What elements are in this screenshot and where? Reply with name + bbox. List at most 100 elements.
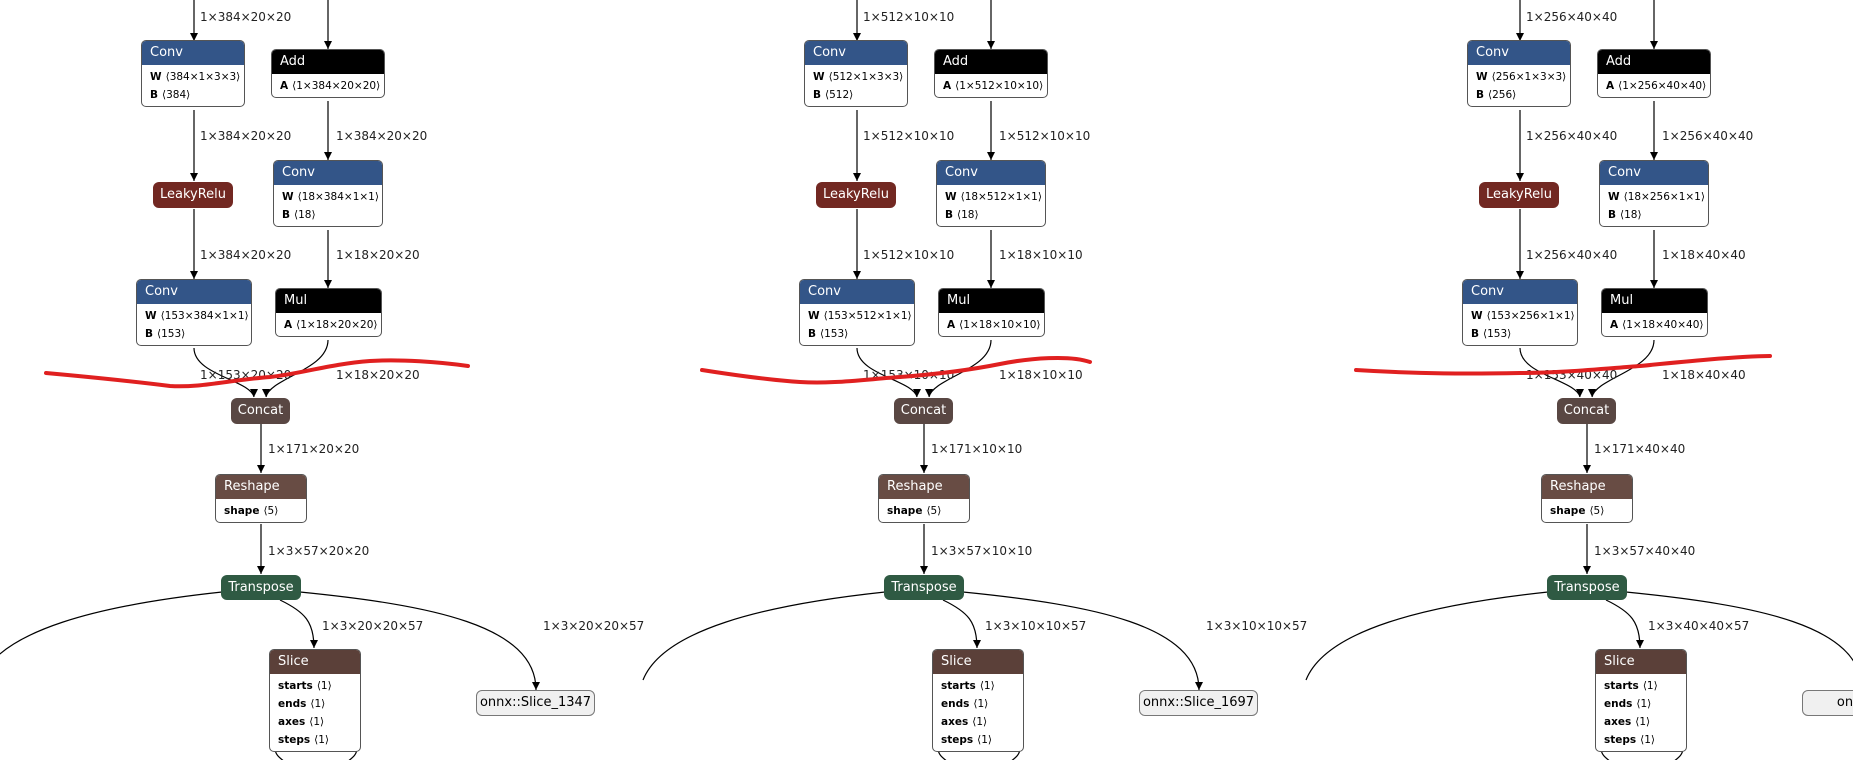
node-conv2-attributes: W⟨18×256×1×1⟩B⟨18⟩ [1600,185,1708,226]
node-concat[interactable]: Concat [231,398,290,424]
node-conv2-attributes: W⟨18×512×1×1⟩B⟨18⟩ [937,185,1045,226]
arrowhead [190,271,198,279]
node-transpose[interactable]: Transpose [884,575,964,600]
attr-value-b: ⟨18⟩ [1620,209,1642,221]
node-relu[interactable]: LeakyRelu [1479,182,1559,208]
arrowhead [1636,640,1644,648]
node-conv3-attributes: W⟨153×384×1×1⟩B⟨153⟩ [137,304,251,345]
attr-row-starts: starts⟨1⟩ [278,677,352,695]
attr-row-shape: shape⟨5⟩ [887,502,961,520]
edge-label: 1×384×20×20 [200,129,291,143]
node-transpose[interactable]: Transpose [221,575,301,600]
attr-row-a: A⟨1×256×40×40⟩ [1606,77,1706,95]
node-slice-attributes: starts⟨1⟩ends⟨1⟩axes⟨1⟩steps⟨1⟩ [933,674,1023,751]
node-mul-title: Mul [939,289,1044,313]
arrowhead [250,389,258,397]
node-transpose[interactable]: Transpose [1547,575,1627,600]
attr-row-shape: shape⟨5⟩ [224,502,298,520]
arrowhead [1650,41,1658,49]
node-mul-attributes: A⟨1×18×40×40⟩ [1602,313,1707,336]
node-conv3-title: Conv [800,280,914,304]
node-slice-title: Slice [933,650,1023,674]
arrowhead [973,640,981,648]
attr-key-w: W [145,310,157,322]
attr-key-w: W [1608,191,1620,203]
node-concat[interactable]: Concat [1557,398,1616,424]
edge-label: 1×256×40×40 [1526,10,1617,24]
attr-key-a: A [943,80,952,92]
attr-row-b: B⟨153⟩ [145,325,243,343]
attr-row-w: W⟨512×1×3×3⟩ [813,68,903,86]
node-conv2-title: Conv [1600,161,1708,185]
edge-label: 1×3×57×20×20 [268,544,369,558]
attr-key-b: B [808,328,817,340]
arrowhead [257,465,265,473]
attr-value-b: ⟨153⟩ [1483,328,1512,340]
edge-label: 1×384×20×20 [336,129,427,143]
node-conv1-attributes: W⟨512×1×3×3⟩B⟨512⟩ [805,65,907,106]
edge-label: 1×3×20×20×57 [322,619,423,633]
attr-row-a: A⟨1×18×20×20⟩ [284,316,378,334]
attr-value-axes: ⟨1⟩ [309,716,325,728]
node-conv1-title: Conv [805,41,907,65]
arrowhead [532,682,540,690]
attr-value-a: ⟨1×18×40×40⟩ [1622,319,1704,331]
edge-label: 1×18×20×20 [336,248,420,262]
attr-value-b: ⟨153⟩ [820,328,849,340]
node-relu[interactable]: LeakyRelu [816,182,896,208]
edge-label: 1×171×20×20 [268,442,359,456]
edge-label: 1×3×40×40×57 [1648,619,1749,633]
attr-value-steps: ⟨1⟩ [1640,734,1656,746]
edge-label: 1×512×10×10 [863,10,954,24]
edge-label: 1×3×10×10×57 [985,619,1086,633]
arrowhead [310,640,318,648]
arrowhead [1576,389,1584,397]
node-relu[interactable]: LeakyRelu [153,182,233,208]
edge-label: 1×256×40×40 [1526,129,1617,143]
attr-value-ends: ⟨1⟩ [1636,698,1652,710]
output-node[interactable]: onnx::S [1802,690,1853,716]
edge-label: 1×171×40×40 [1594,442,1685,456]
edge-label: 1×3×57×10×10 [931,544,1032,558]
node-conv3-attributes: W⟨153×256×1×1⟩B⟨153⟩ [1463,304,1577,345]
attr-value-w: ⟨384×1×3×3⟩ [165,71,241,83]
edge-label: 1×512×10×10 [863,129,954,143]
attr-key-shape: shape [1550,505,1586,517]
attr-key-a: A [280,80,289,92]
node-mul-attributes: A⟨1×18×20×20⟩ [276,313,381,336]
output-node[interactable]: onnx::Slice_1347 [476,690,595,716]
node-concat[interactable]: Concat [894,398,953,424]
attr-value-shape: ⟨5⟩ [926,505,942,517]
arrowhead [987,280,995,288]
node-reshape-attributes: shape⟨5⟩ [879,499,969,522]
node-mul-attributes: A⟨1×18×10×10⟩ [939,313,1044,336]
attr-value-a: ⟨1×256×40×40⟩ [1618,80,1707,92]
arrowhead [853,173,861,181]
attr-row-axes: axes⟨1⟩ [1604,713,1678,731]
output-node[interactable]: onnx::Slice_1697 [1139,690,1258,716]
node-add-attributes: A⟨1×256×40×40⟩ [1598,74,1710,97]
edge-label: 1×3×10×10×57 [1206,619,1307,633]
attr-row-steps: steps⟨1⟩ [941,731,1015,749]
